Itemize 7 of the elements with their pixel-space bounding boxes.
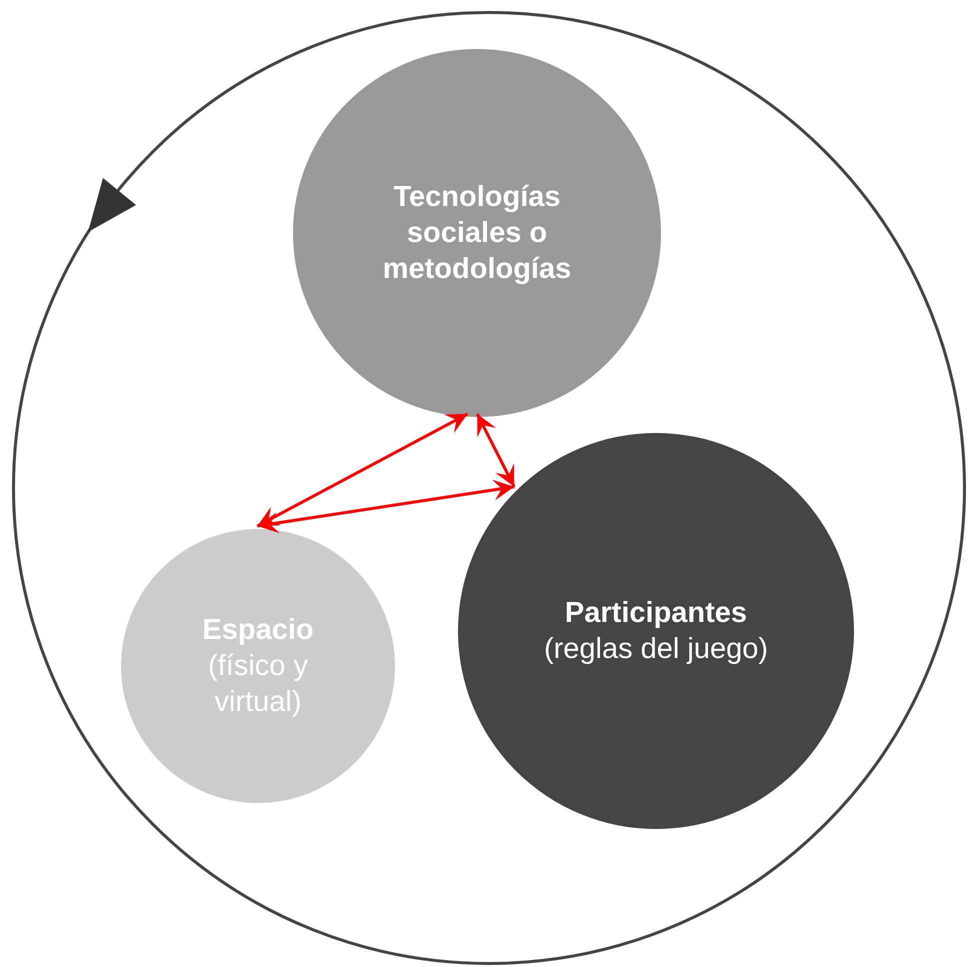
double-arrow — [256, 412, 468, 528]
double-arrow — [476, 413, 516, 488]
cycle-circle — [12, 11, 966, 965]
node-title: Participantes — [564, 596, 748, 631]
node-subtitle: (reglas del juego) — [544, 632, 768, 667]
double-arrow — [257, 480, 514, 534]
node-title: Tecnologías sociales o metodologías — [382, 180, 572, 287]
